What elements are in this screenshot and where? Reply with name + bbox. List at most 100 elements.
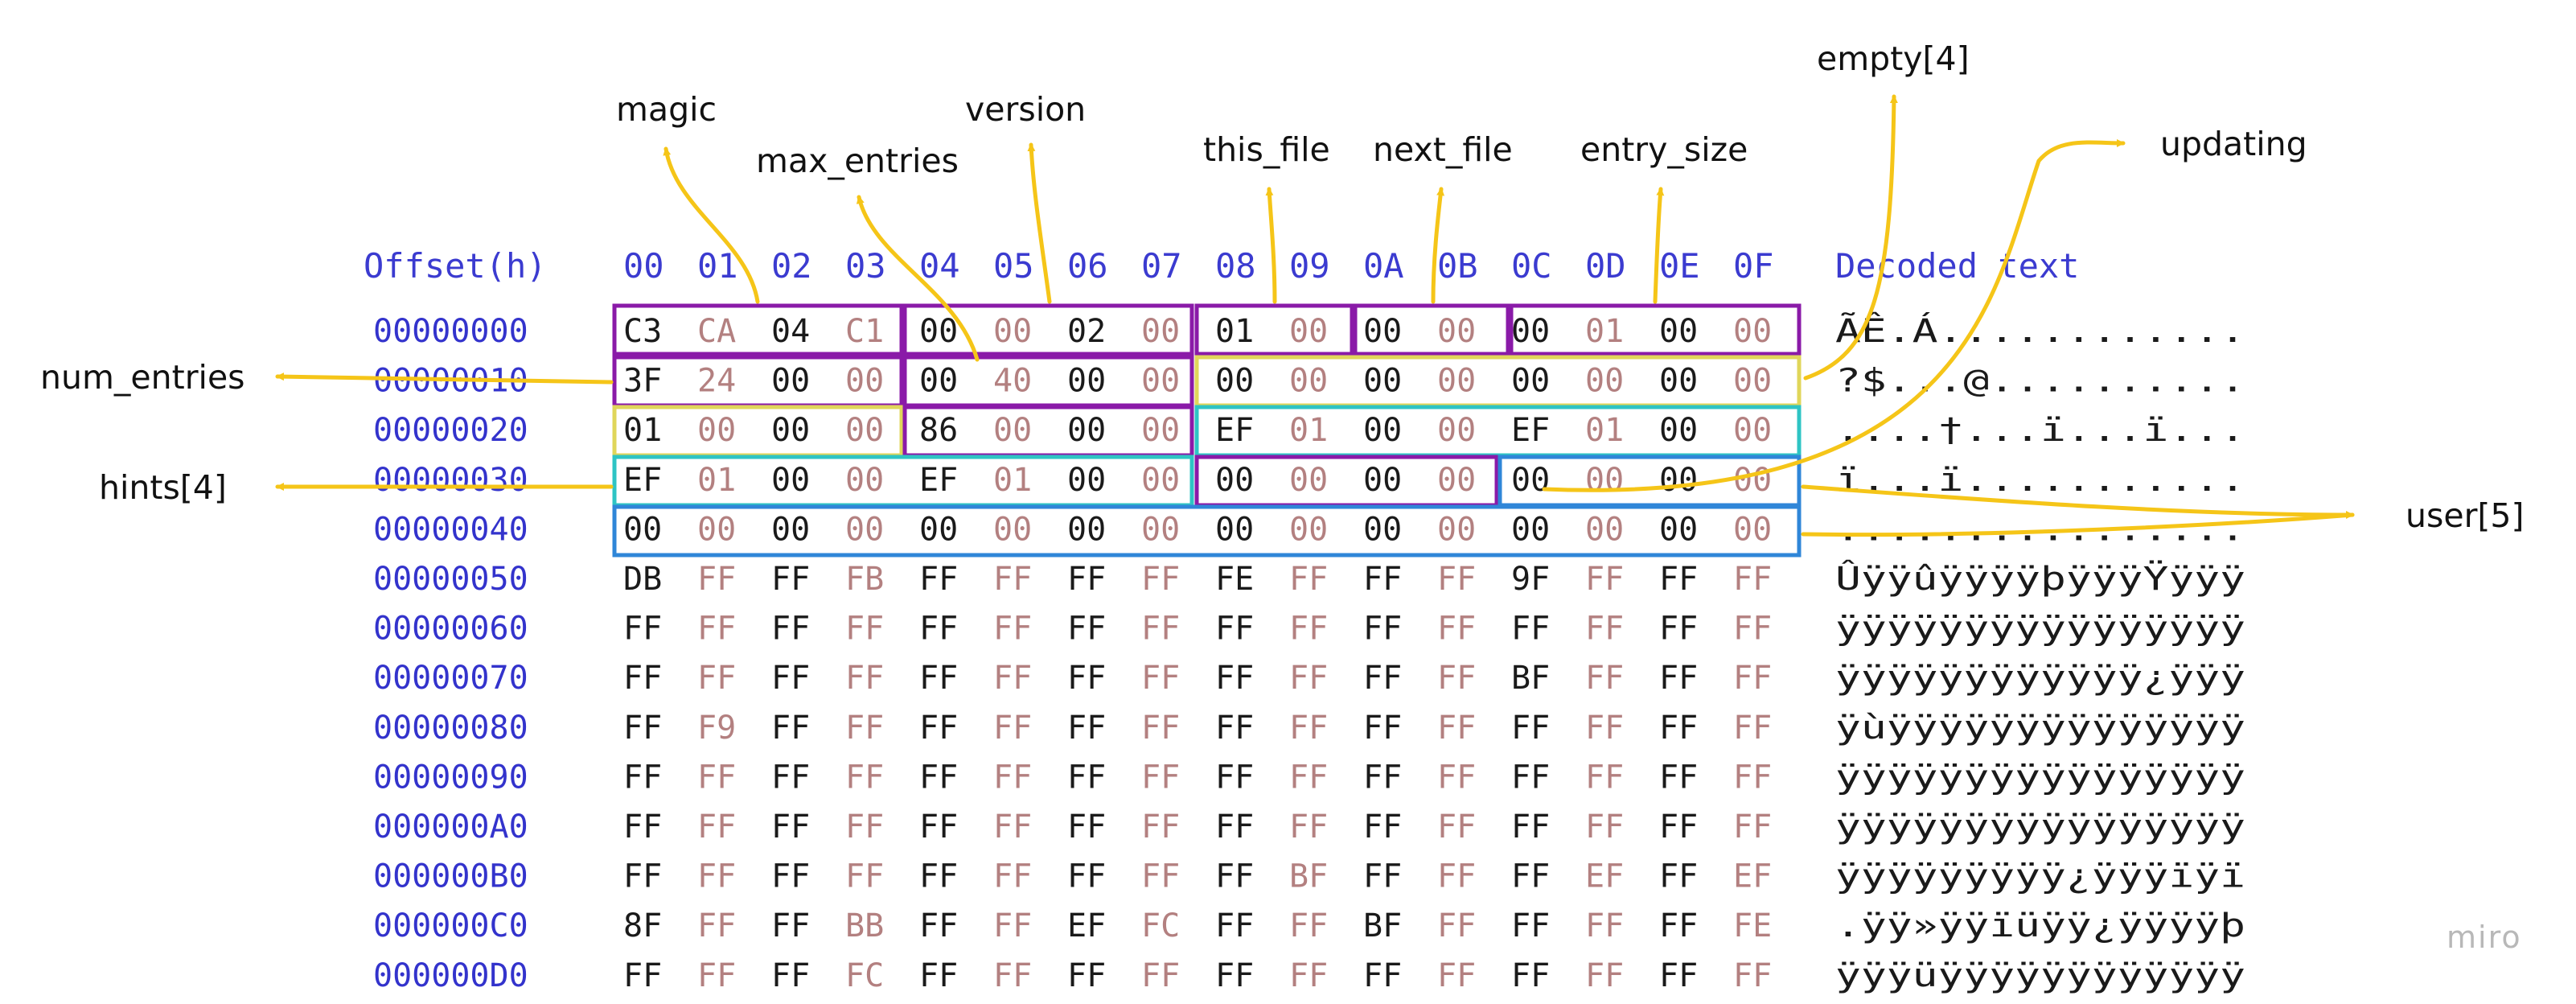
hex-byte: FF (1511, 957, 1550, 994)
hex-byte: FF (919, 710, 958, 747)
hex-byte: FF (1659, 957, 1698, 994)
hex-byte: FF (771, 907, 810, 944)
hex-byte: 00 (771, 462, 810, 499)
column-header: 07 (1141, 246, 1182, 286)
hex-byte: 8F (623, 907, 662, 944)
hex-byte: FF (771, 561, 810, 598)
hex-byte: FF (623, 660, 662, 697)
hex-byte: 02 (1067, 313, 1106, 350)
column-header: 0F (1733, 246, 1774, 286)
hex-byte: 00 (1363, 412, 1402, 449)
hex-byte: FF (1067, 611, 1106, 648)
hex-byte: 01 (993, 462, 1032, 499)
hex-byte: 01 (1215, 313, 1254, 350)
hex-byte: FF (1141, 858, 1180, 895)
hex-byte: 00 (1289, 511, 1328, 548)
hex-byte: 00 (771, 412, 810, 449)
hex-byte: 3F (623, 363, 662, 400)
hex-byte: FF (1659, 759, 1698, 796)
hex-byte: FE (1733, 907, 1772, 944)
hex-byte: 00 (1585, 462, 1624, 499)
hex-byte: FF (845, 858, 884, 895)
row-offset: 00000090 (373, 759, 528, 796)
hex-byte: FF (1733, 809, 1772, 846)
arrow-updating (1542, 138, 2126, 492)
column-header: 0D (1585, 246, 1626, 286)
hex-byte: FF (697, 957, 736, 994)
hex-byte: 00 (1289, 363, 1328, 400)
hex-byte: FB (845, 561, 884, 598)
hex-byte: 00 (1289, 313, 1328, 350)
arrow-max-entries (856, 195, 980, 362)
hex-byte: 00 (1585, 511, 1624, 548)
row-offset: 00000050 (373, 561, 528, 598)
hex-byte: FF (697, 858, 736, 895)
hex-byte: FF (1659, 710, 1698, 747)
hex-byte: FF (1215, 858, 1254, 895)
hex-byte: 00 (697, 511, 736, 548)
hex-byte: C3 (623, 313, 662, 350)
label-user: user[5] (2405, 496, 2525, 535)
hex-byte: 00 (1437, 462, 1476, 499)
hex-byte: FF (1363, 957, 1402, 994)
field-box-entry-size (1509, 303, 1802, 356)
hex-byte: FF (993, 561, 1032, 598)
annotation-labels: magic max_entries version this_file next… (40, 39, 2525, 535)
hex-byte: FF (1437, 611, 1476, 648)
hex-byte: FF (771, 759, 810, 796)
hex-byte: FF (993, 759, 1032, 796)
column-header: 01 (697, 246, 738, 286)
hex-byte: 00 (1659, 511, 1698, 548)
hex-byte: FF (1363, 759, 1402, 796)
hex-byte: EF (1585, 858, 1624, 895)
arrow-next-file (1431, 187, 1445, 304)
hex-byte: FF (1289, 759, 1328, 796)
field-box-user-b (612, 504, 1802, 558)
hex-byte: FF (697, 759, 736, 796)
hex-byte: FF (1585, 907, 1624, 944)
row-offset: 00000060 (373, 611, 528, 648)
decoded-text-cell: ÿÿÿÿÿÿÿÿÿÿÿÿÿÿÿÿ (1835, 611, 2245, 648)
hex-byte: FF (1733, 660, 1772, 697)
label-this-file: this_file (1203, 130, 1330, 169)
hex-byte: FF (845, 759, 884, 796)
hex-byte: FF (993, 710, 1032, 747)
column-header: 0E (1659, 246, 1700, 286)
hex-byte: FF (1289, 957, 1328, 994)
hex-byte: 9F (1511, 561, 1550, 598)
hex-byte: FF (993, 611, 1032, 648)
hex-byte: FC (845, 957, 884, 994)
hex-byte: FF (1585, 561, 1624, 598)
hex-byte: 01 (623, 412, 662, 449)
hex-byte: FF (845, 809, 884, 846)
hex-byte: FF (845, 611, 884, 648)
hex-byte: 00 (623, 511, 662, 548)
hex-byte: FF (993, 809, 1032, 846)
label-num-entries: num_entries (40, 358, 245, 397)
hex-byte: FF (1141, 611, 1180, 648)
hex-byte: FF (1067, 809, 1106, 846)
hex-byte: 00 (1215, 462, 1254, 499)
column-header: 02 (771, 246, 812, 286)
arrow-empty (1803, 94, 1898, 381)
hex-byte: 00 (1733, 462, 1772, 499)
decoded-text-cell: ÿÿÿÿÿÿÿÿÿÿÿÿ¿ÿÿÿ (1835, 660, 2245, 697)
hex-byte: FF (1141, 561, 1180, 598)
hex-byte: 00 (1141, 511, 1180, 548)
hex-byte: FF (1141, 809, 1180, 846)
hex-byte: FF (1511, 759, 1550, 796)
decoded-text-cell: ÿÿÿÿÿÿÿÿÿÿÿÿÿÿÿÿ (1835, 759, 2245, 796)
hex-byte: FF (919, 907, 958, 944)
hex-byte: FF (1437, 907, 1476, 944)
label-entry-size: entry_size (1580, 130, 1748, 169)
row-offset: 000000A0 (373, 809, 528, 846)
row-offset: 000000D0 (373, 957, 528, 994)
